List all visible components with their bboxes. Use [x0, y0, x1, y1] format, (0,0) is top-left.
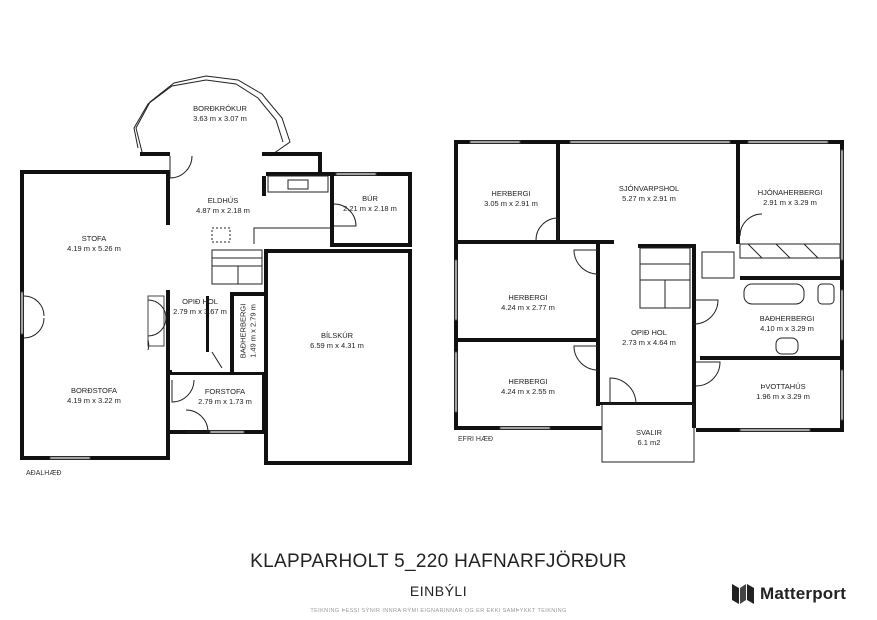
drawing-subtitle: EINBÝLI: [409, 583, 468, 599]
drawing-disclaimer: TEIKNING ÞESSI SÝNIR INNRA RÝMI EIGNARIN…: [310, 608, 567, 614]
main-floor-walls: [20, 75, 412, 465]
brand-name: Matterport: [760, 584, 847, 603]
floor-tag-main: AÐALHÆÐ: [26, 470, 62, 477]
main-floor-windows: [20, 172, 377, 460]
upper-floor-fixtures: [535, 213, 841, 463]
drawing-title: KLAPPARHOLT 5_220 HAFNARFJÖRÐUR: [250, 551, 627, 572]
matterport-logo-icon: [732, 584, 754, 604]
floor-tag-upper: EFRI HÆÐ: [458, 436, 493, 443]
matterport-logo: Matterport: [732, 584, 846, 604]
upper-floor-windows: [454, 140, 844, 432]
main-floor-doors: [23, 155, 357, 433]
